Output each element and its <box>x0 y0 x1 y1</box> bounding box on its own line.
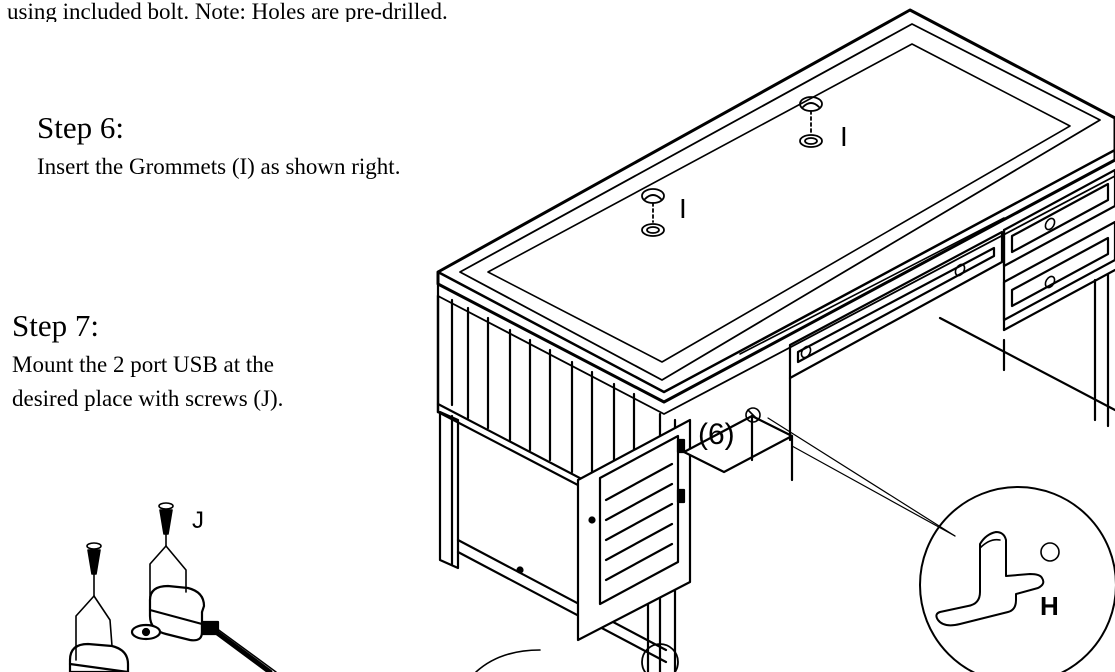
interior-shelf <box>682 414 794 482</box>
shelf-pin-count-label: (6) <box>698 418 735 451</box>
screw-left <box>75 542 113 661</box>
screw-label: J <box>192 507 204 534</box>
open-door <box>576 418 692 642</box>
step-7-heading: Step 7: <box>12 308 99 343</box>
step-6-heading: Step 6: <box>37 110 124 145</box>
grommet-back <box>799 96 823 148</box>
screw-right <box>149 502 187 601</box>
grommet-label-back: I <box>840 121 848 152</box>
step-7-instruction-line-2: desired place with screws (J). <box>12 386 284 411</box>
desk-top <box>436 8 1115 415</box>
step-6-instruction: Insert the Grommets (I) as shown right. <box>37 154 401 179</box>
grommet-label-front: I <box>679 193 687 224</box>
center-drawer <box>739 217 1005 442</box>
usb-port-upper <box>130 584 277 672</box>
shelf-pin-label: H <box>1040 591 1059 621</box>
shelf-pin-indicator <box>745 407 956 537</box>
right-pedestal <box>938 168 1115 428</box>
step-7-instruction-line-1: Mount the 2 port USB at the <box>12 352 274 377</box>
grommet-front <box>641 188 665 237</box>
leg-detail-circle <box>475 643 679 672</box>
shelf-pin-detail <box>919 486 1115 672</box>
top-instruction-fragment: using included bolt. Note: Holes are pre… <box>7 0 448 22</box>
usb-port-lower <box>68 642 130 672</box>
